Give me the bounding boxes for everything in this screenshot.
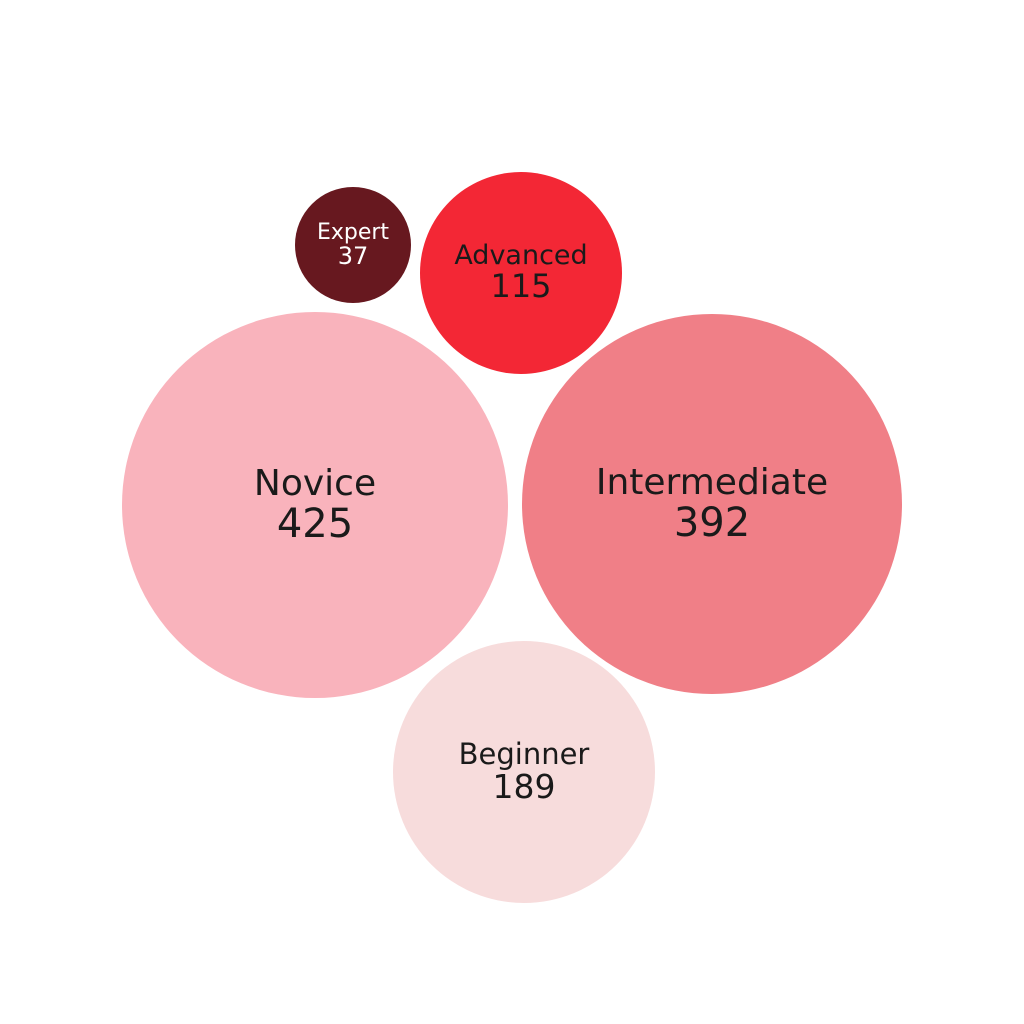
bubble-label: Expert	[316, 219, 390, 245]
bubble-label: Advanced	[454, 239, 588, 271]
bubble-label: Intermediate	[595, 461, 829, 503]
bubble-label: Novice	[253, 462, 377, 504]
bubble-value: 425	[276, 500, 354, 547]
bubble-value: 392	[673, 499, 751, 546]
bubble-value: 115	[490, 267, 552, 306]
bubble-value: 37	[337, 241, 369, 270]
bubble-value: 189	[492, 766, 556, 806]
bubble-label: Beginner	[458, 737, 590, 772]
